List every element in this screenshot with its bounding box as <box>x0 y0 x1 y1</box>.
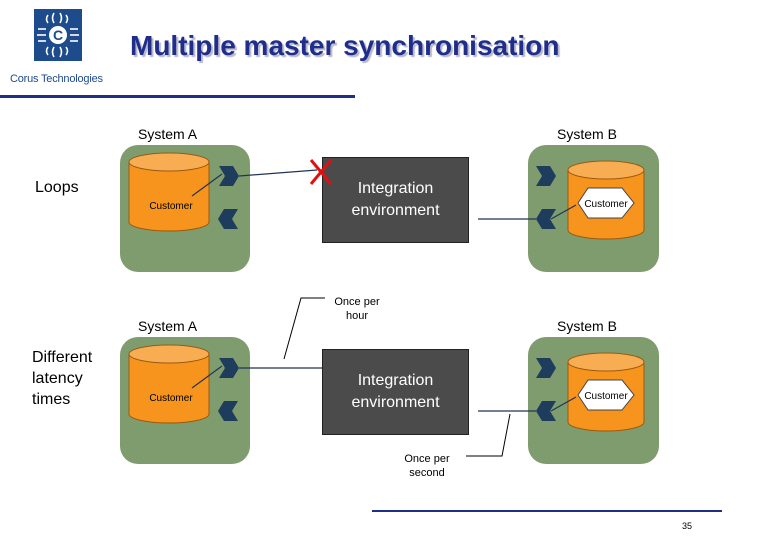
customer-db-a-label: Customer <box>149 201 193 212</box>
customer-db-a-label-2: Customer <box>149 393 193 404</box>
port-b-to-db-line <box>550 204 577 220</box>
outbound-port-b-icon <box>536 166 556 186</box>
scenario-loops-label: Loops <box>35 179 79 196</box>
inbound-port-b-2-icon <box>536 401 556 421</box>
title-underline <box>0 95 355 98</box>
port-a-to-integration-line <box>238 169 318 177</box>
inbound-port-a-icon <box>218 209 238 229</box>
scenario-latency-label: Different latency times <box>32 349 93 408</box>
logo-letter: C <box>53 27 63 43</box>
once-per-hour-callout-line <box>283 297 325 360</box>
footer-rule <box>372 510 722 512</box>
outbound-port-a-icon <box>219 166 239 186</box>
inbound-port-b-icon <box>536 209 556 229</box>
db-a-to-port-line-2 <box>191 365 223 389</box>
page-title: Multiple master synchronisation <box>130 30 560 61</box>
outbound-port-b-2-icon <box>536 358 556 378</box>
integration-environment-label-2: Integration environment <box>351 372 440 411</box>
customer-db-b-label: Customer <box>584 199 628 210</box>
once-per-second-callout-line <box>466 413 511 457</box>
page-number: 35 <box>682 521 693 531</box>
corus-logo: C <box>34 9 82 61</box>
logo-emblem-icon: C <box>37 12 79 58</box>
customer-database-a: Customer <box>128 152 210 232</box>
brand-name: Corus Technologies <box>10 73 103 85</box>
integration-environment-box-2: Integration environment <box>322 349 469 435</box>
customer-hex-b-2 <box>577 379 635 411</box>
integration-environment-label: Integration environment <box>351 180 440 219</box>
customer-database-b-2: Customer <box>567 352 645 432</box>
customer-database-b: Customer <box>567 160 645 240</box>
integration-environment-box: Integration environment <box>322 157 469 243</box>
db-a-to-port-line <box>191 173 223 197</box>
once-per-hour-note: Once per hour <box>334 296 380 322</box>
system-a-label-2: System A <box>138 318 198 334</box>
blocked-cross-icon <box>309 159 333 185</box>
system-b-label: System B <box>557 126 617 142</box>
customer-hex-b <box>577 187 635 219</box>
outbound-port-a-2-icon <box>219 358 239 378</box>
system-a-label: System A <box>138 126 198 142</box>
customer-database-a-2: Customer <box>128 344 210 424</box>
inbound-port-a-2-icon <box>218 401 238 421</box>
system-b-label-2: System B <box>557 318 617 334</box>
port-b-to-db-line-2 <box>550 396 577 412</box>
customer-db-b-label-2: Customer <box>584 391 628 402</box>
once-per-second-note: Once per second <box>404 453 450 479</box>
